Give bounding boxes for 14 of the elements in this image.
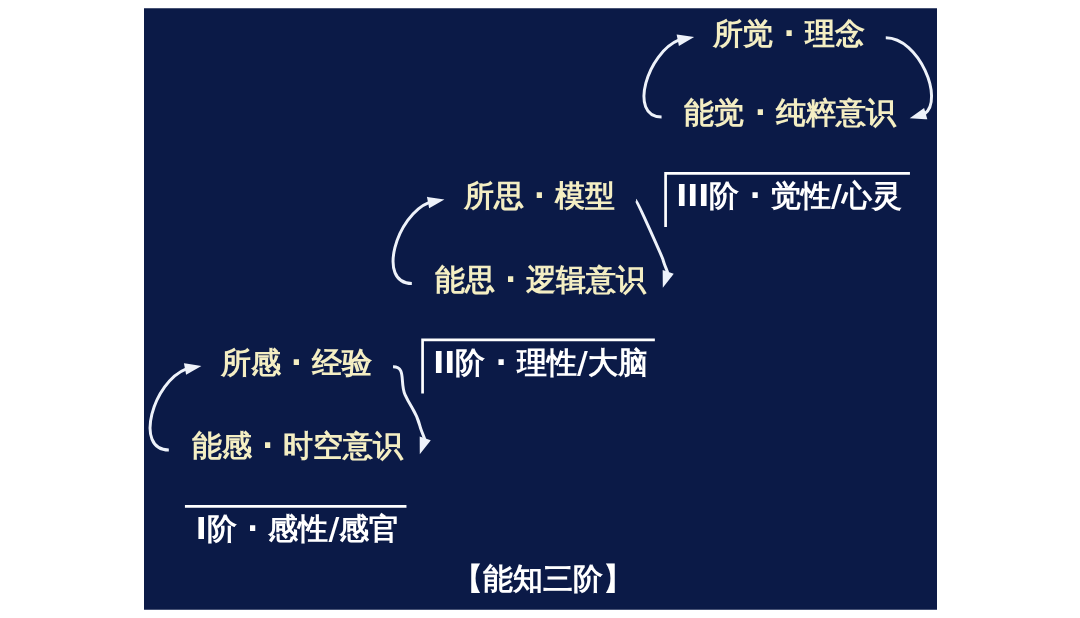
arrow: [885, 36, 933, 120]
node-text: 能觉 · 纯粹意识: [683, 96, 896, 131]
node-text: 所感 · 经验: [220, 345, 372, 380]
arrow: [642, 34, 694, 119]
node-text: 能感 · 时空意识: [191, 429, 403, 464]
arrow: [148, 363, 201, 452]
caption: 【能知三阶】: [452, 562, 633, 597]
node-text: 所思 · 模型: [463, 179, 615, 214]
arrow: [634, 199, 674, 288]
label: II阶 · 理性/大脑: [432, 345, 648, 380]
label: I阶 · 感性/感官: [195, 512, 399, 547]
label: III阶 · 觉性/心灵: [675, 179, 902, 214]
node-text: 能思 · 逻辑意识: [434, 262, 646, 297]
node-text: 所觉 · 理念: [712, 16, 865, 51]
